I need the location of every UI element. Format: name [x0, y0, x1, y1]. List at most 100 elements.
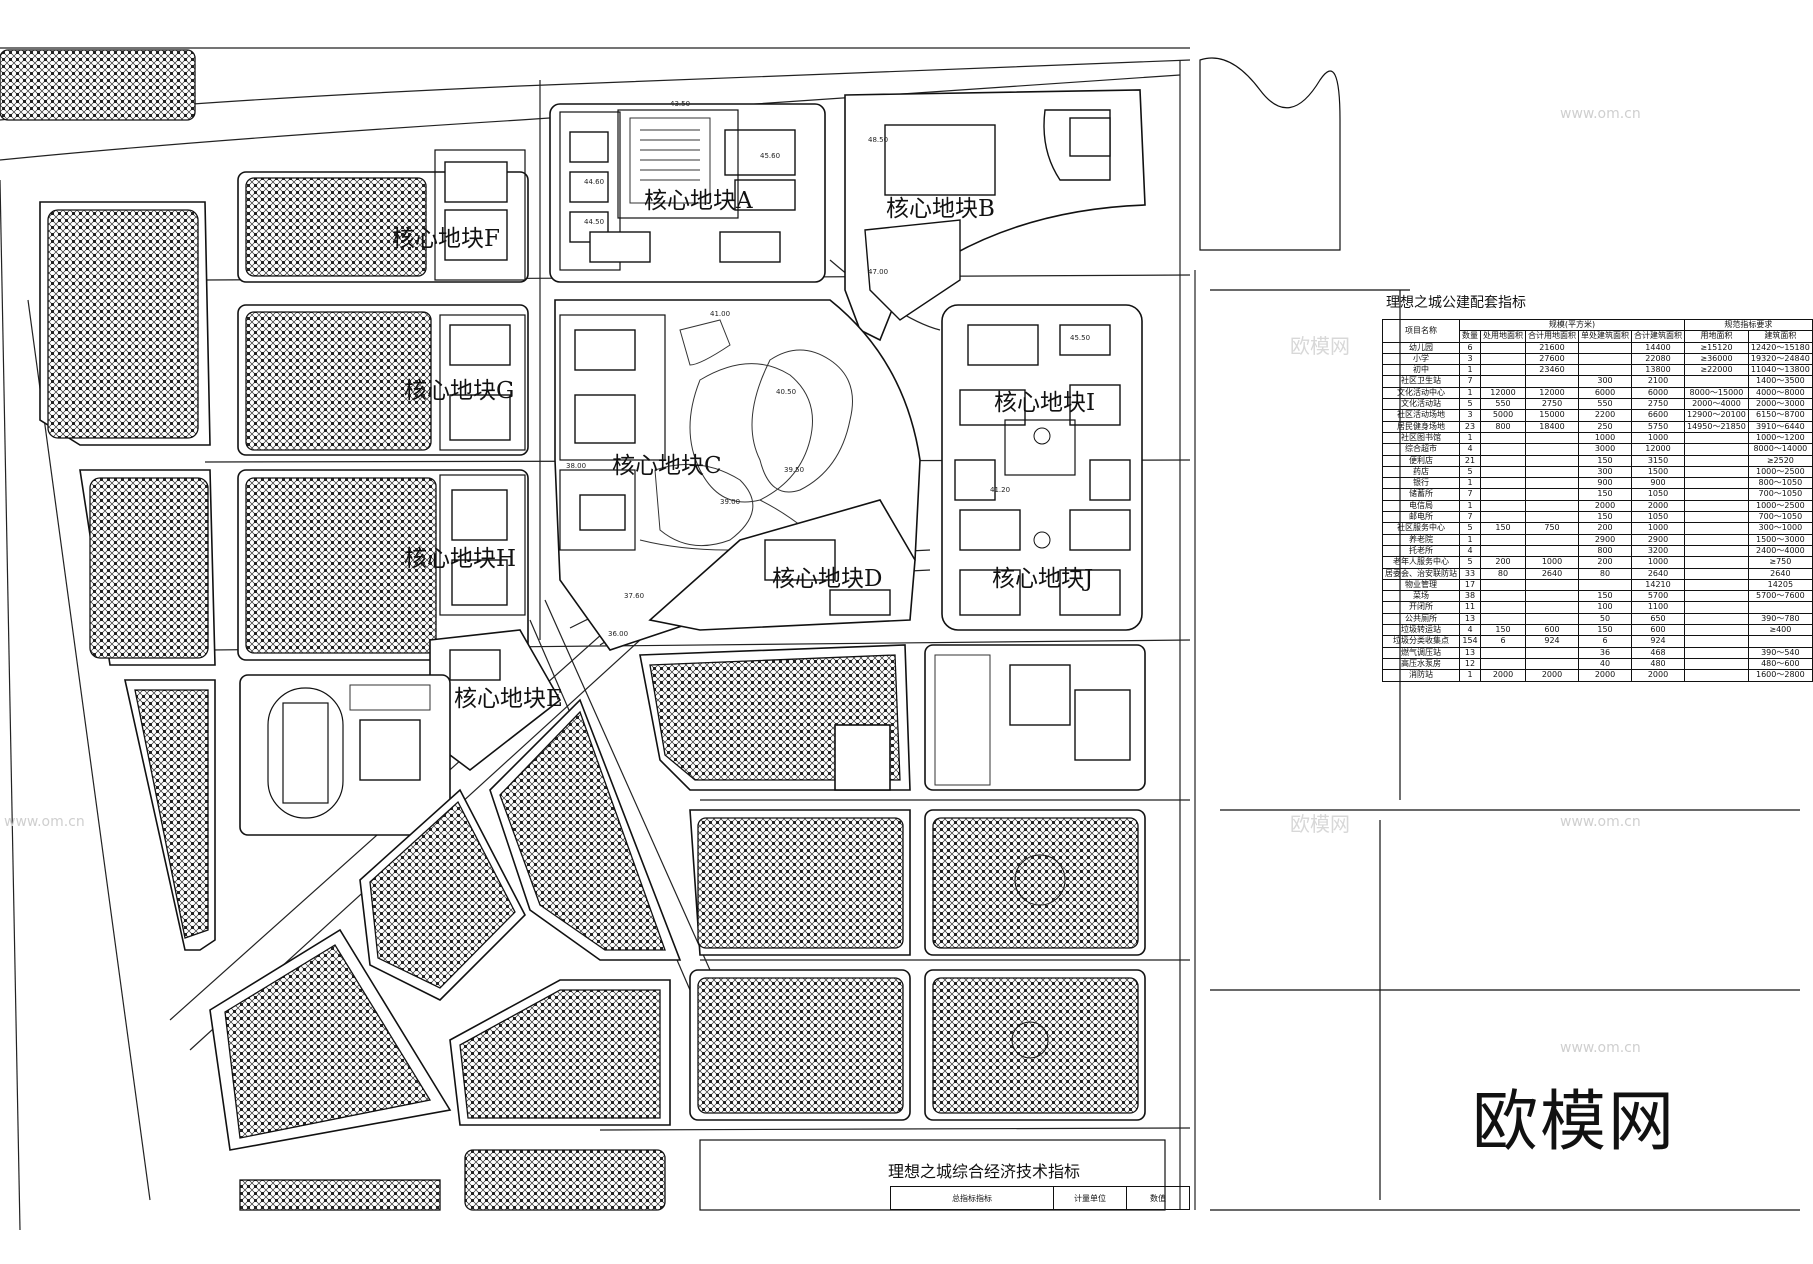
table-cell: 2000 — [1578, 499, 1632, 513]
elevation-label: 44.60 — [584, 178, 605, 186]
table-cell: 800 — [1480, 420, 1526, 433]
table-cell: 1400～3500 — [1747, 375, 1813, 388]
table-cell: 300 — [1578, 465, 1632, 479]
table-cell: 13 — [1459, 612, 1481, 626]
table-cell: 6150～8700 — [1747, 409, 1813, 422]
table-cell: 800～1050 — [1747, 477, 1813, 490]
table-cell: 4 — [1459, 544, 1481, 558]
watermark-url: www.om.cn — [1560, 106, 1641, 122]
block-A — [549, 103, 826, 283]
table-cell: 13 — [1459, 646, 1481, 659]
table-cell: 800 — [1578, 544, 1632, 558]
table-cell: ≥22000 — [1684, 364, 1749, 377]
table-cell: 2640 — [1631, 567, 1685, 580]
table-cell — [1684, 431, 1749, 445]
table-cell — [1684, 544, 1749, 558]
table-cell: 6000 — [1578, 386, 1632, 400]
table-cell — [1684, 511, 1749, 524]
table-header-cell: 合计用地面积 — [1525, 330, 1579, 343]
table-cell: 5 — [1459, 522, 1481, 535]
table-cell — [1684, 488, 1749, 501]
elevation-label: 47.00 — [868, 268, 889, 276]
table-header-cell: 用地面积 — [1684, 330, 1749, 343]
table-cell: 700～1050 — [1747, 511, 1813, 524]
table-cell: 5 — [1459, 556, 1481, 569]
table-cell: 23 — [1459, 420, 1481, 433]
table-cell — [1684, 533, 1749, 546]
table-cell: 1 — [1459, 364, 1481, 377]
table-cell: 1 — [1459, 669, 1481, 682]
facility-name-cell: 便利店 — [1382, 454, 1460, 467]
table-cell: 22080 — [1631, 352, 1685, 366]
table-cell: 6000 — [1631, 386, 1685, 400]
table-cell: 1 — [1459, 499, 1481, 513]
econ-table: 总指标指标 计量单位 数值 — [890, 1186, 1190, 1210]
table-cell: ≥750 — [1747, 556, 1813, 569]
table-cell: 1 — [1459, 477, 1481, 490]
table-cell: 3200 — [1631, 544, 1685, 558]
core-plot-label-E: 核心地块E — [454, 686, 563, 712]
facility-name-cell: 居民健身场地 — [1382, 420, 1460, 433]
table-cell: 150 — [1578, 590, 1632, 603]
table-cell: 11040～13800 — [1747, 364, 1813, 377]
core-plot-label-B: 核心地块B — [886, 196, 995, 222]
table-cell — [1525, 488, 1579, 501]
blocks-F-G-H — [237, 149, 529, 661]
table-header-row: 数量 处用地面积 合计用地面积 单处建筑面积 合计建筑面积 用地面积 建筑面积 — [1383, 330, 1813, 343]
table-cell: 12900～20100 — [1684, 409, 1749, 422]
table-cell: 8000～15000 — [1684, 386, 1749, 400]
table-cell: 150 — [1480, 522, 1526, 535]
watermark-brand: 欧模网 — [1290, 334, 1350, 358]
table-header-cell: 合计建筑面积 — [1631, 330, 1685, 343]
table-cell — [1684, 375, 1749, 388]
facility-name-cell: 垃圾分类收集点 — [1382, 635, 1460, 648]
table-cell: 468 — [1631, 646, 1685, 659]
table-cell — [1684, 669, 1749, 682]
table-cell — [1684, 567, 1749, 580]
elevation-label: 39.00 — [720, 498, 741, 506]
core-plot-label-H: 核心地块H — [404, 546, 517, 572]
table-cell: 2640 — [1747, 567, 1813, 580]
table-cell: 550 — [1578, 398, 1632, 411]
table-cell: 36 — [1578, 646, 1632, 659]
table-cell — [1525, 578, 1579, 592]
watermark-url: www.om.cn — [4, 814, 85, 830]
elevation-label: 41.20 — [990, 486, 1011, 494]
table-cell: 1600～2800 — [1747, 669, 1813, 682]
facility-name-cell: 社区卫生站 — [1382, 375, 1460, 388]
core-plot-label-A: 核心地块A — [644, 188, 753, 214]
econ-table-title: 理想之城综合经济技术指标 — [888, 1162, 1081, 1181]
table-cell: 150 — [1578, 454, 1632, 467]
table-cell — [1480, 499, 1526, 513]
table-cell — [1747, 635, 1813, 648]
table-cell — [1480, 375, 1526, 388]
table-cell — [1525, 590, 1579, 603]
table-cell — [1480, 341, 1526, 354]
watermark-url: www.om.cn — [1560, 1040, 1641, 1056]
table-cell: 2750 — [1525, 398, 1579, 411]
table-cell — [1525, 657, 1579, 671]
block-B — [844, 89, 1146, 342]
table-cell — [1684, 578, 1749, 592]
core-plot-label-D: 核心地块D — [772, 566, 883, 592]
table-cell — [1525, 646, 1579, 659]
table-cell: 14205 — [1747, 578, 1813, 592]
undeveloped-parcels-east — [699, 57, 1800, 1211]
facility-name-cell: 邮电所 — [1382, 511, 1460, 524]
table-cell — [1525, 443, 1579, 456]
table-cell — [1480, 601, 1526, 614]
elevation-label: 38.00 — [566, 462, 587, 470]
table-cell — [1684, 465, 1749, 479]
table-cell — [1578, 352, 1632, 366]
public-facilities-table: 项目名称 规模(平方米) 规范指标要求 数量 处用地面积 合计用地面积 单处建筑… — [1382, 318, 1813, 682]
core-plot-label-C: 核心地块C — [612, 453, 722, 479]
